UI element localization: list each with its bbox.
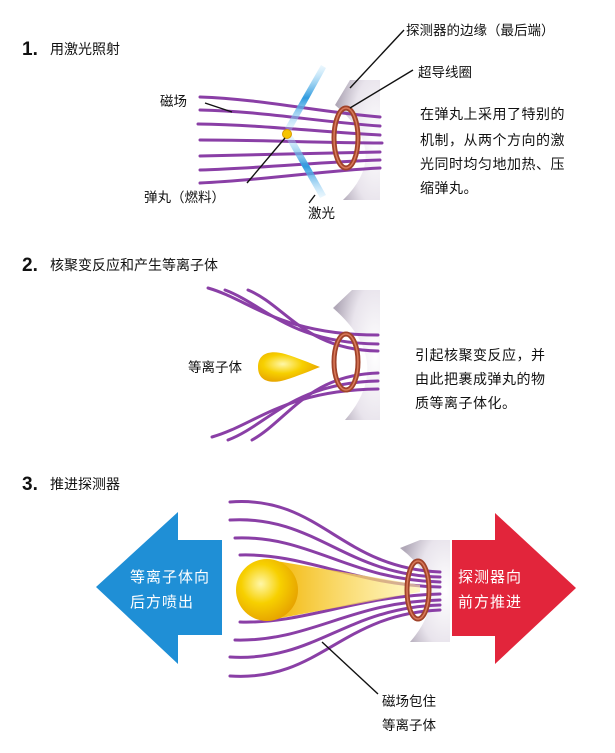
probe-dish	[333, 290, 380, 420]
thrust-arrow-right	[452, 513, 576, 664]
step1-desc-line-2: 机制，从两个方向的激	[420, 132, 565, 149]
step2-desc-line-1: 引起核聚变反应，并	[415, 347, 546, 364]
label-fuel-pellet: 弹丸（燃料）	[144, 189, 225, 206]
plasma-ball	[236, 559, 298, 621]
step3-section: 3. 推进探测器 等离子体向 后方喷出 探测器向 前方推进 磁场包住 等离子体	[22, 474, 576, 734]
probe-dish	[400, 540, 450, 642]
step1-title: 用激光照射	[50, 41, 120, 58]
plasma-jet	[270, 560, 420, 620]
label-probe-edge: 探测器的边缘（最后端）	[406, 23, 555, 39]
step3-number: 3.	[22, 474, 38, 495]
step2-desc-line-2: 由此把裹成弹丸的物	[415, 372, 546, 388]
step3-title: 推进探测器	[50, 477, 120, 493]
label-magnetic-field: 磁场	[160, 94, 187, 110]
exhaust-arrow-left	[96, 512, 222, 664]
left-arrow-line-2: 后方喷出	[130, 593, 194, 611]
left-arrow-line-1: 等离子体向	[130, 568, 210, 586]
fuel-pellet	[282, 129, 292, 139]
step2-desc-line-3: 质等离子体化。	[415, 395, 517, 412]
laser-beam-upper	[285, 65, 326, 131]
step1-desc-line-3: 光同时均匀地加热、压	[420, 157, 565, 173]
right-arrow-line-2: 前方推进	[458, 593, 522, 611]
right-arrow-line-1: 探测器向	[458, 568, 522, 586]
label-laser: 激光	[308, 206, 335, 222]
step1-desc-line-1: 在弹丸上采用了特别的	[420, 107, 565, 123]
laser-beam-lower	[286, 135, 326, 198]
step2-section: 2. 核聚变反应和产生等离子体 等离子体 引起核聚变反应，并 由此把裹成弹丸的物…	[22, 255, 546, 442]
label-field-line-1: 磁场包住	[382, 694, 436, 710]
step1-desc-line-4: 缩弹丸。	[420, 181, 478, 197]
label-field-line-2: 等离子体	[382, 717, 436, 734]
step1-number: 1.	[22, 39, 38, 60]
plasma-blob	[258, 352, 320, 382]
label-superconducting-coil: 超导线圈	[418, 65, 472, 81]
step2-number: 2.	[22, 255, 38, 276]
step2-title: 核聚变反应和产生等离子体	[50, 257, 218, 274]
label-plasma: 等离子体	[188, 359, 242, 376]
step1-section: 1. 用激光照射 磁场 弹丸（燃料） 激光 探测器的边缘（	[22, 23, 565, 222]
